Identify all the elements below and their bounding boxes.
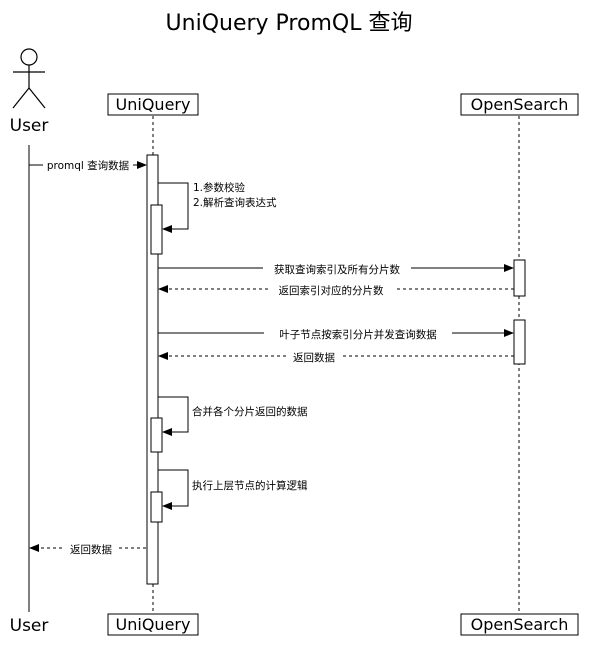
opensearch-participant-bottom: OpenSearch bbox=[460, 613, 579, 636]
message-label: 返回索引对应的分片数 bbox=[279, 284, 384, 297]
user-actor-label-top: User bbox=[10, 116, 49, 136]
message-return-data-os: 返回数据 bbox=[158, 349, 514, 364]
uniquery-label-bottom: UniQuery bbox=[116, 615, 191, 634]
opensearch-activation-2 bbox=[513, 319, 526, 365]
message-label: 2.解析查询表达式 bbox=[193, 196, 277, 209]
uniquery-activation-parse bbox=[150, 204, 163, 255]
message-label: 返回数据 bbox=[293, 351, 335, 364]
message-label: 叶子节点按索引分片并发查询数据 bbox=[279, 328, 437, 341]
uniquery-participant-bottom: UniQuery bbox=[107, 613, 199, 636]
opensearch-activation-1 bbox=[513, 259, 526, 297]
message-return-data-user: 返回数据 bbox=[29, 541, 146, 556]
message-self-parse: 1.参数校验 2.解析查询表达式 bbox=[158, 181, 277, 233]
message-label: 执行上层节点的计算逻辑 bbox=[192, 479, 308, 492]
user-actor-label-bottom: User bbox=[10, 616, 49, 636]
message-label: promql 查询数据 bbox=[47, 159, 130, 172]
user-actor-icon bbox=[12, 48, 46, 109]
message-promql-query: promql 查询数据 bbox=[29, 157, 147, 172]
opensearch-label-bottom: OpenSearch bbox=[471, 615, 569, 634]
uniquery-label-top: UniQuery bbox=[116, 95, 191, 114]
opensearch-label-top: OpenSearch bbox=[471, 95, 569, 114]
uniquery-activation-main bbox=[146, 154, 159, 585]
message-self-merge: 合并各个分片返回的数据 bbox=[158, 396, 308, 436]
message-label: 返回数据 bbox=[70, 543, 112, 556]
message-label: 1.参数校验 bbox=[193, 181, 246, 194]
uniquery-activation-compute bbox=[150, 491, 163, 523]
message-label: 合并各个分片返回的数据 bbox=[192, 405, 308, 418]
message-concurrent-query: 叶子节点按索引分片并发查询数据 bbox=[158, 326, 514, 341]
diagram-title: UniQuery PromQL 查询 bbox=[166, 11, 413, 36]
message-self-compute: 执行上层节点的计算逻辑 bbox=[158, 469, 308, 510]
uniquery-participant-top: UniQuery bbox=[107, 93, 199, 116]
uniquery-activation-merge bbox=[150, 417, 163, 453]
message-label: 获取查询索引及所有分片数 bbox=[274, 263, 400, 276]
message-get-shards: 获取查询索引及所有分片数 bbox=[158, 261, 514, 276]
message-return-shards: 返回索引对应的分片数 bbox=[158, 282, 514, 297]
opensearch-participant-top: OpenSearch bbox=[460, 93, 579, 116]
